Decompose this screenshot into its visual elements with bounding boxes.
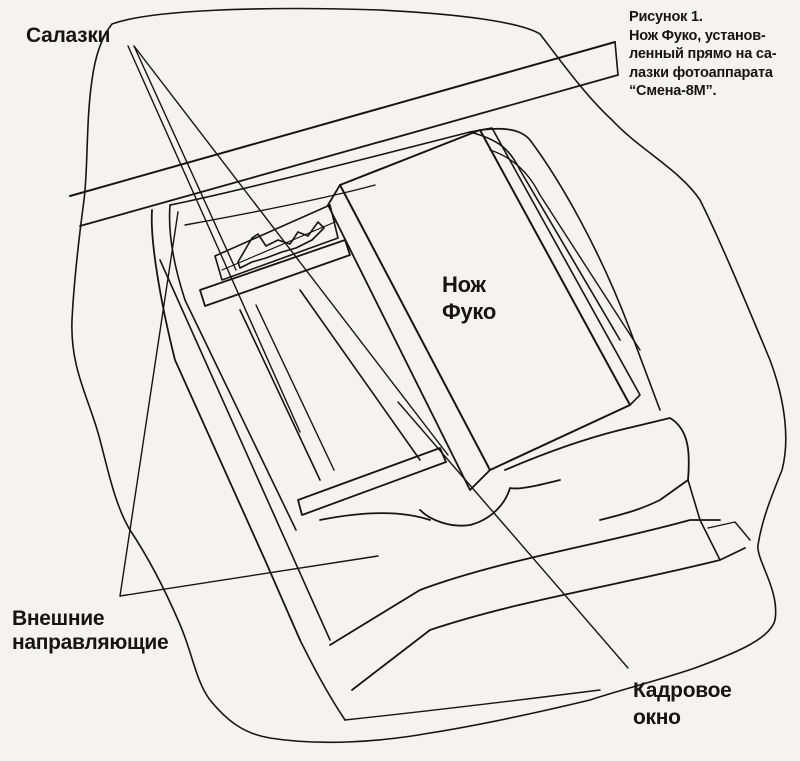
slide-rail-left-2 (255, 304, 335, 471)
leader-guides-1 (119, 211, 179, 597)
slide-rail-mid (299, 289, 421, 461)
frame-plate-lower (319, 512, 431, 521)
slide-crossbar (199, 239, 351, 307)
film-slot (214, 204, 339, 281)
frame-plate-right (504, 417, 690, 521)
slide-rail-left (239, 309, 321, 481)
base-front-edge (329, 519, 721, 646)
leader-window (397, 401, 629, 669)
label-outer-guides: Внешние направляющие (12, 607, 169, 655)
label-slides: Салазки (26, 24, 111, 47)
top-rail-edge (69, 41, 616, 197)
camera-body-outline (71, 7, 787, 744)
figure-caption: Рисунок 1. Нож Фуко, установ- ленный пря… (629, 9, 777, 100)
knife-plate-edge (327, 184, 491, 491)
frame-window-notch (419, 479, 561, 527)
right-rail-curve-2 (489, 149, 641, 351)
base-step (707, 521, 751, 541)
leader-slides-2 (133, 45, 449, 456)
label-foucault-knife: Нож Фуко (442, 272, 496, 324)
top-rail-lower-edge (79, 74, 619, 227)
frame-plate-top (297, 447, 447, 516)
guide-left-outer (159, 259, 331, 641)
base-left-bottom (299, 639, 346, 721)
film-slot-inner (221, 221, 336, 271)
right-rail-curve (469, 131, 621, 341)
base-bottom-rim (344, 689, 601, 721)
leader-slides-1 (127, 45, 301, 433)
knife-jagged-edge (237, 221, 325, 269)
top-rail-end (614, 41, 619, 76)
base-lower-edge (351, 547, 746, 691)
leader-guides-2 (119, 555, 379, 597)
leader-slides-3 (133, 45, 237, 271)
base-right-corner (687, 479, 721, 561)
label-frame-window: Кадровое окно (633, 679, 732, 729)
right-housing-wall (529, 139, 661, 411)
housing-left-wall (150, 209, 301, 641)
knife-plate-side (479, 127, 641, 406)
housing-top-edge (169, 127, 531, 206)
